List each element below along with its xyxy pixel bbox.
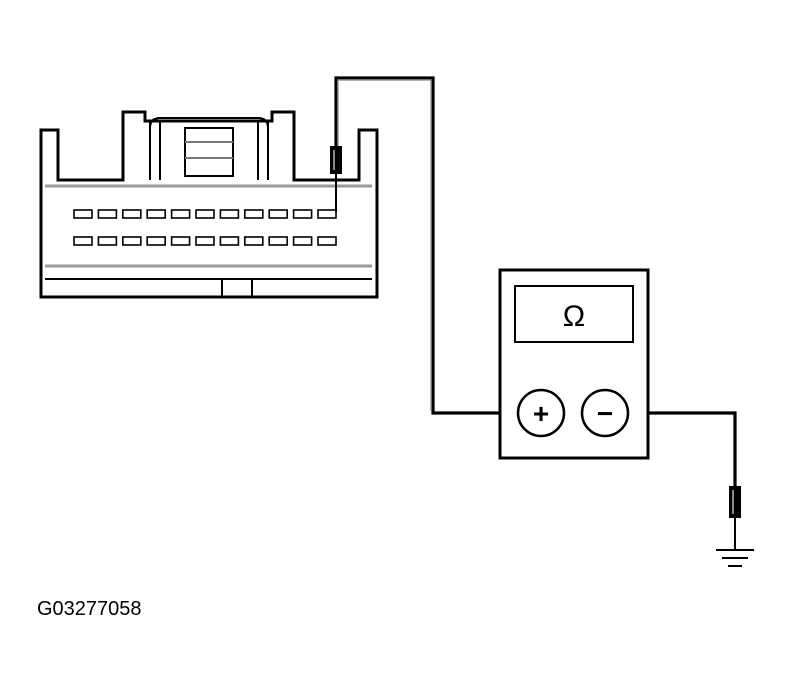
latch-window [184, 127, 234, 177]
pin-cavity [122, 209, 142, 219]
pin-cavity [268, 209, 289, 219]
pin-cavity [146, 209, 166, 219]
pin-cavity [268, 236, 289, 246]
pin-cavity [195, 209, 215, 219]
ground-probe [729, 486, 741, 550]
pin-cavity [146, 236, 166, 246]
pin-cavity [292, 236, 313, 246]
pin-cavity [97, 209, 118, 219]
pin-cavity [219, 209, 240, 219]
multimeter-display [514, 285, 634, 343]
pin-cavity [292, 209, 313, 219]
positive-symbol: + [533, 398, 549, 429]
pin-cavity [244, 209, 264, 219]
negative-symbol: − [597, 398, 613, 429]
pin-cavity [73, 209, 93, 219]
locking-latch [149, 121, 269, 180]
figure-id: G03277058 [37, 598, 142, 620]
pin-cavity [219, 236, 240, 246]
pin-row-1 [73, 209, 337, 219]
pin-cavity [195, 236, 215, 246]
multimeter: Ω + − [498, 268, 650, 460]
pin-cavity [170, 236, 191, 246]
latch-arm [149, 117, 269, 129]
test-lead-negative [627, 411, 737, 486]
pin-row-2 [73, 236, 337, 246]
pin-cavity [73, 236, 93, 246]
pin-cavity [97, 236, 118, 246]
connector-housing [39, 110, 379, 299]
probe-tip [330, 146, 342, 174]
test-lead-positive [334, 76, 518, 415]
ground-symbol-icon [716, 549, 754, 567]
pin-cavity [170, 209, 191, 219]
connector-key-slot [221, 279, 253, 297]
latch-window-bars [185, 141, 233, 159]
pin-cavity [317, 209, 337, 219]
ohm-symbol: Ω [563, 300, 585, 333]
pin-cavity [122, 236, 142, 246]
pin-cavity [317, 236, 337, 246]
positive-terminal [516, 388, 566, 438]
ground-probe-tip [729, 486, 741, 518]
probe-tip-highlight [333, 150, 335, 170]
pin-cavity [244, 236, 264, 246]
negative-terminal [580, 388, 630, 438]
connector-probe [330, 146, 342, 212]
connector [39, 110, 379, 299]
ground-probe-highlight [732, 490, 734, 514]
